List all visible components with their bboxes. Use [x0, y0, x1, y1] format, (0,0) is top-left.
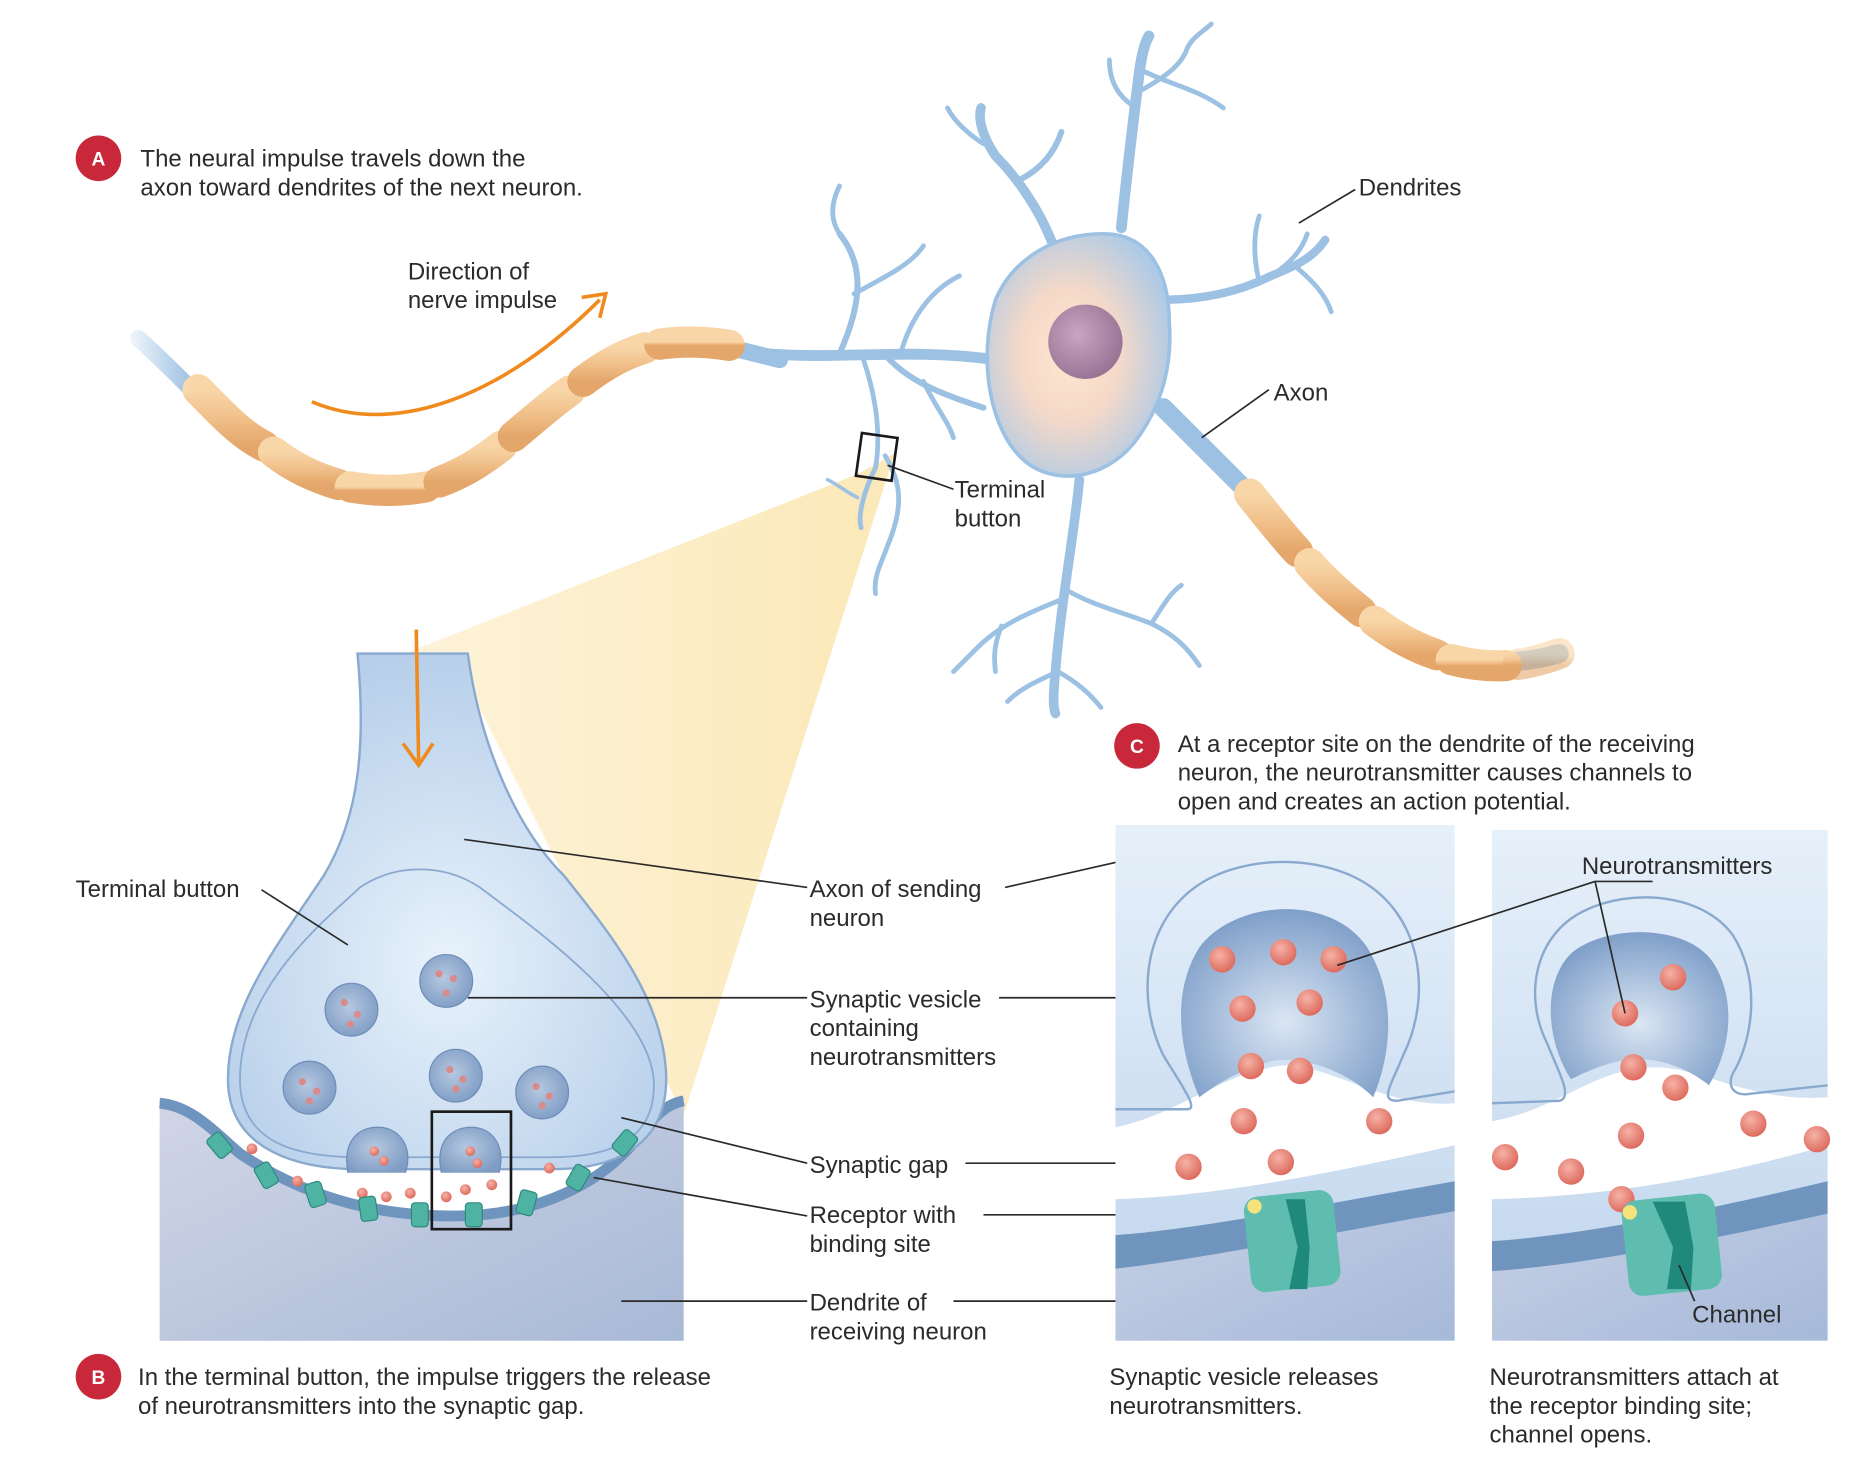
label-terminal-button-line-2: button: [955, 505, 1022, 532]
terminal-button-highlight-box: [854, 431, 900, 483]
label-neurotransmitters: Neurotransmitters: [1582, 853, 1772, 880]
sub-caption-right-2: the receptor binding site;: [1490, 1393, 1753, 1420]
label-receptor-2: binding site: [810, 1231, 931, 1258]
receptor-highlight-box: [430, 1110, 513, 1231]
sub-caption-left-1: Synaptic vesicle releases: [1109, 1364, 1378, 1391]
caption-c-line-1: At a receptor site on the dendrite of th…: [1178, 731, 1695, 758]
closed-channel: [1243, 1190, 1341, 1293]
label-vesicle-1: Synaptic vesicle: [810, 986, 982, 1013]
panel-c-left-box: [1115, 825, 1455, 1341]
sub-caption-left-2: neurotransmitters.: [1109, 1393, 1302, 1420]
dendrite-branches: [762, 21, 1334, 719]
label-axon-sending-2: neuron: [810, 905, 885, 932]
binding-site: [1247, 1199, 1262, 1214]
label-axon: Axon: [1274, 380, 1329, 407]
neurotransmitters-gap: [246, 1143, 555, 1203]
label-dendrites: Dendrites: [1359, 174, 1462, 201]
caption-b-line-2: of neurotransmitters into the synaptic g…: [138, 1393, 584, 1420]
label-axon-sending-1: Axon of sending: [810, 876, 982, 903]
arrow-down-icon: [401, 742, 435, 769]
label-vesicle-2: containing: [810, 1015, 919, 1042]
label-channel: Channel: [1692, 1302, 1781, 1329]
badge-a: A: [75, 135, 122, 182]
panel-a-neuron: [120, 21, 1575, 719]
caption-c-line-2: neuron, the neurotransmitter causes chan…: [1178, 760, 1692, 787]
label-dendrite-1: Dendrite of: [810, 1290, 928, 1317]
label-dendrite-2: receiving neuron: [810, 1318, 987, 1345]
caption-a-line-1: The neural impulse travels down the: [140, 146, 525, 173]
panel-c-right-box: [1336, 829, 1831, 1341]
sub-caption-right-1: Neurotransmitters attach at: [1490, 1364, 1779, 1391]
impulse-arrow-down: [414, 629, 421, 762]
badge-b: B: [75, 1353, 122, 1400]
direction-label-line-1: Direction of: [408, 258, 530, 285]
badge-b-letter: B: [92, 1368, 106, 1389]
label-terminal-button-line-1: Terminal: [955, 477, 1046, 504]
label-terminal-button-b: Terminal button: [76, 876, 240, 903]
nucleus: [1048, 304, 1123, 379]
magnification-cone: [359, 453, 895, 1116]
sub-caption-right-3: channel opens.: [1490, 1422, 1653, 1449]
center-labels: Axon of sending neuron Synaptic vesicle …: [810, 853, 1254, 1345]
label-receptor-1: Receptor with: [810, 1202, 957, 1229]
arrow-head-icon: [581, 291, 609, 319]
neurotransmitters-right: [1491, 964, 1831, 1213]
direction-label-line-2: nerve impulse: [408, 287, 557, 314]
badge-a-letter: A: [92, 149, 106, 170]
impulse-direction-arrow: [311, 298, 601, 417]
panel-b-synapse: [158, 629, 808, 1341]
label-vesicle-3: neurotransmitters: [810, 1044, 997, 1071]
caption-c-line-3: open and creates an action potential.: [1178, 788, 1571, 815]
binding-site: [1622, 1205, 1638, 1220]
badge-c: C: [1114, 723, 1160, 769]
caption-b-line-1: In the terminal button, the impulse trig…: [138, 1364, 711, 1391]
myelin-sheath-left: [182, 326, 745, 507]
label-synaptic-gap: Synaptic gap: [810, 1152, 949, 1179]
receptors: [206, 1129, 639, 1228]
myelin-sheath-right: [1234, 478, 1575, 682]
open-channel: [1621, 1193, 1722, 1296]
neurotransmitters-left: [1175, 938, 1393, 1181]
caption-a-line-2: axon toward dendrites of the next neuron…: [140, 174, 582, 201]
badge-c-letter: C: [1130, 737, 1144, 758]
